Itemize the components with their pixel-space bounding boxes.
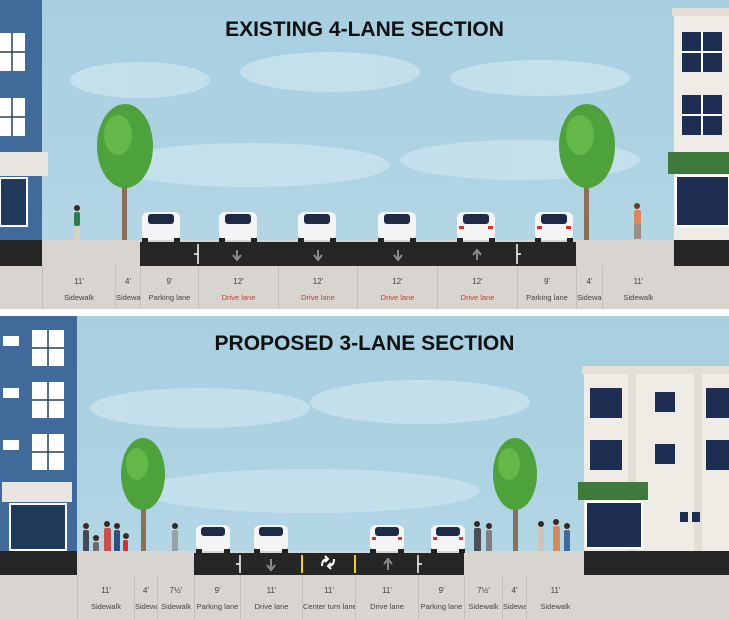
segment-name: Parking lane xyxy=(196,602,239,611)
segment-label: 9' Parking lane xyxy=(140,266,198,309)
segment-width: 4' xyxy=(511,586,518,595)
segment-label: 11' Drive lane xyxy=(240,575,302,619)
segment-width: 7½' xyxy=(169,586,183,595)
segment-width: 12' xyxy=(392,277,403,286)
existing-segment-labels: 11' Sidewalk 4' Sidewalk 9' Parking lane 12' Dr… xyxy=(0,266,729,309)
segment-width: 11' xyxy=(550,586,561,595)
segment-width: 9' xyxy=(438,586,445,595)
segment-width: 4' xyxy=(586,277,593,286)
segment-width: 9' xyxy=(166,277,173,286)
segment-width: 12' xyxy=(312,277,324,286)
segment-name: Sidewalk xyxy=(540,602,571,611)
segment-label: 11' Center turn lane xyxy=(302,575,355,619)
cars xyxy=(196,525,465,553)
segment-name: Parking lane xyxy=(526,293,568,302)
segment-width: 9' xyxy=(544,277,550,286)
segment-label: 11' Sidewalk xyxy=(42,266,115,309)
segment-label: 11' Drive lane xyxy=(355,575,418,619)
existing-street-scene xyxy=(0,0,729,309)
segment-name: Sidewalk xyxy=(90,602,121,611)
segment-label: 9' Parking lane xyxy=(418,575,464,619)
segment-label: 12' Drive lane xyxy=(278,266,357,309)
building-left xyxy=(0,316,77,551)
segment-width: 12' xyxy=(472,277,483,286)
segment-label: 11' Sidewalk xyxy=(77,575,134,619)
tree-right xyxy=(493,438,537,551)
segment-width: 4' xyxy=(125,277,131,286)
roadway xyxy=(140,242,576,266)
segment-name: Sidewalk xyxy=(160,602,191,611)
segment-label: 7½' Sidewalk xyxy=(464,575,502,619)
segment-width: 11' xyxy=(266,586,277,595)
segment-name: Drive lane xyxy=(301,293,335,302)
lane-arrows xyxy=(232,248,482,262)
segment-label: 7½' Sidewalk xyxy=(157,575,194,619)
segment-label: 11' Sidewalk xyxy=(602,266,674,309)
tree-left xyxy=(97,104,153,240)
clouds xyxy=(70,52,640,187)
segment-width: 11' xyxy=(382,586,392,595)
segment-width: 11' xyxy=(324,586,334,595)
building-right xyxy=(578,366,729,551)
pedestrians-right xyxy=(474,519,570,552)
building-right xyxy=(668,8,729,240)
pedestrian-left xyxy=(74,205,80,239)
segment-label: 4' Sidewalk xyxy=(115,266,140,309)
segment-label: 12' Drive lane xyxy=(357,266,437,309)
building-left xyxy=(0,0,48,240)
segment-name: Drive lane xyxy=(221,293,256,302)
segment-name: Sidewalk xyxy=(577,293,602,302)
segment-name: Sidewalk xyxy=(468,602,499,611)
segment-name: Sidewalk xyxy=(503,602,526,611)
segment-label: 4' Sidewalk xyxy=(502,575,526,619)
existing-section-title: EXISTING 4-LANE SECTION xyxy=(225,18,504,41)
segment-name: Drive lane xyxy=(460,293,495,302)
segment-label: 4' Sidewalk xyxy=(576,266,602,309)
segment-name: Drive lane xyxy=(370,602,404,611)
segment-name: Sidewalk xyxy=(116,293,140,302)
proposed-street-scene xyxy=(0,316,729,619)
segment-width: 11' xyxy=(74,277,84,286)
segment-width: 11' xyxy=(101,586,111,595)
segment-name: Drive lane xyxy=(380,293,415,302)
segment-width: 7½' xyxy=(477,586,490,595)
segment-name: Parking lane xyxy=(148,293,191,302)
segment-name: Sidewalk xyxy=(623,293,654,302)
segment-name: Sidewalk xyxy=(135,602,157,611)
turn-arrows xyxy=(321,555,335,570)
segment-name: Center turn lane xyxy=(303,602,355,611)
pedestrians-left xyxy=(83,521,178,552)
segment-label: 4' Sidewalk xyxy=(134,575,157,619)
segment-width: 12' xyxy=(233,277,244,286)
segment-label: 11' Sidewalk xyxy=(526,575,584,619)
tree-right xyxy=(559,104,615,240)
existing-section-panel: EXISTING 4-LANE SECTION 11' Sidewalk 4' Sid… xyxy=(0,0,729,309)
segment-name: Parking lane xyxy=(420,602,463,611)
tree-left xyxy=(121,438,165,551)
segment-width: 11' xyxy=(633,277,644,286)
segment-label: 9' Parking lane xyxy=(194,575,240,619)
segment-label: 9' Parking lane xyxy=(517,266,576,309)
segment-name: Drive lane xyxy=(254,602,289,611)
segment-label: 12' Drive lane xyxy=(198,266,278,309)
clouds xyxy=(90,380,530,513)
segment-label: 12' Drive lane xyxy=(437,266,517,309)
proposed-section-panel: PROPOSED 3-LANE SECTION 11' Sidewalk 4' Sid… xyxy=(0,316,729,619)
segment-width: 4' xyxy=(143,586,149,595)
segment-name: Sidewalk xyxy=(63,293,94,302)
cars xyxy=(142,212,573,242)
segment-width: 9' xyxy=(214,586,221,595)
lane-arrows xyxy=(266,557,393,572)
proposed-section-title: PROPOSED 3-LANE SECTION xyxy=(214,332,515,355)
proposed-segment-labels: 11' Sidewalk 4' Sidewalk 7½' Sidewalk 9' Parkin… xyxy=(0,575,729,619)
pedestrian-right xyxy=(634,203,641,239)
